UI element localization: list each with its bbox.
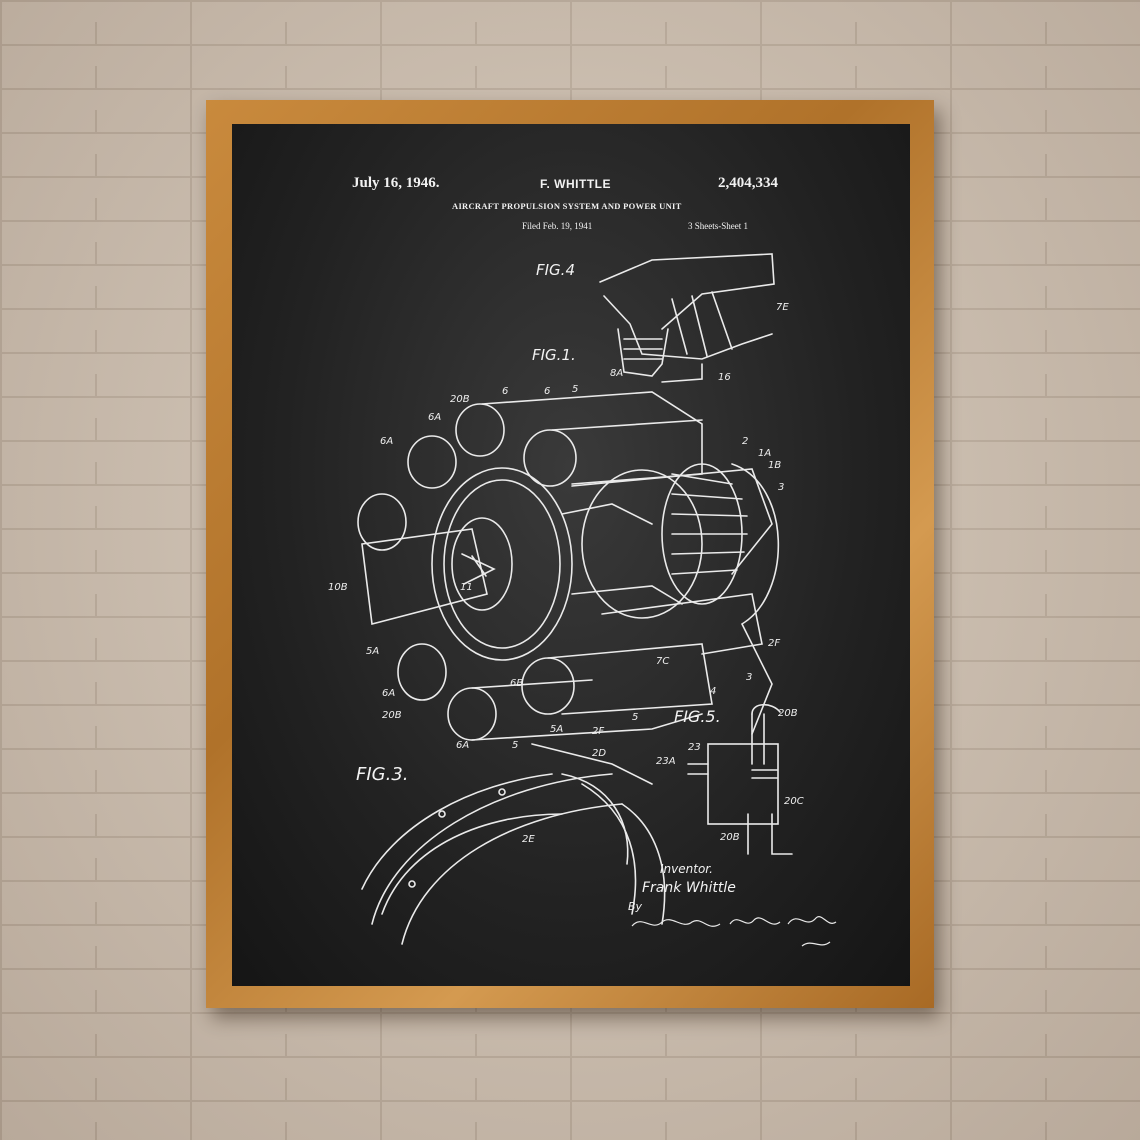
svg-text:2F: 2F [768,638,780,649]
by-label: By [628,900,643,913]
fig5-label: FIG.5. [674,707,721,726]
svg-text:5: 5 [632,712,638,723]
svg-text:5: 5 [572,384,578,395]
svg-text:7C: 7C [656,656,669,667]
fig1-label: FIG.1. [532,346,576,364]
inventor-signature: Frank Whittle [642,880,736,896]
svg-text:1A: 1A [758,448,771,459]
svg-text:5A: 5A [366,646,379,657]
engine-intake-cylinder [361,467,573,661]
fig3-label: FIG.3. [356,764,409,785]
svg-text:6A: 6A [428,412,441,423]
svg-text:23: 23 [688,742,701,753]
svg-text:16: 16 [718,372,731,383]
picture-frame: July 16, 1946. F. WHITTLE 2,404,334 AIRC… [206,100,934,1008]
fig4-label: FIG.4 [536,261,575,279]
svg-text:4: 4 [710,686,716,697]
fig5-valve-drawing [687,703,793,855]
svg-text:7E: 7E [776,302,789,313]
attorney-signature [631,916,837,947]
svg-text:2F: 2F [592,726,604,737]
svg-text:6A: 6A [382,688,395,699]
fig3-curved-duct [361,743,666,945]
svg-text:3: 3 [778,482,784,493]
drawing-part-labels: 7E 8A 16 20B 6 6 5 6A 6A 2 1A 1B 3 10B 1… [328,302,804,845]
svg-text:20B: 20B [450,394,470,405]
svg-text:20B: 20B [778,708,798,719]
svg-text:6A: 6A [456,740,469,751]
svg-text:3: 3 [746,672,752,683]
svg-text:6: 6 [502,386,508,397]
svg-text:20C: 20C [784,796,804,807]
svg-text:6: 6 [544,386,550,397]
engine-patent-drawing: 7E 8A 16 20B 6 6 5 6A 6A 2 1A 1B 3 10B 1… [328,253,837,947]
svg-text:5: 5 [512,740,518,751]
svg-text:10B: 10B [328,582,348,593]
patent-filed-date: Filed Feb. 19, 1941 [522,221,593,231]
svg-text:6B: 6B [510,678,523,689]
patent-inventor-header: F. WHITTLE [540,177,611,191]
svg-text:20B: 20B [382,710,402,721]
svg-text:11: 11 [460,582,473,593]
fig4-duct-drawing [599,253,775,383]
patent-date: July 16, 1946. [352,175,440,191]
engine-compressor [561,463,780,735]
svg-text:5A: 5A [550,724,563,735]
svg-text:23A: 23A [656,756,676,767]
svg-text:1B: 1B [768,460,781,471]
svg-text:2E: 2E [522,834,535,845]
patent-title: AIRCRAFT PROPULSION SYSTEM AND POWER UNI… [452,201,682,211]
svg-text:8A: 8A [610,368,623,379]
patent-number: 2,404,334 [718,175,778,191]
patent-poster: July 16, 1946. F. WHITTLE 2,404,334 AIRC… [232,124,910,986]
svg-text:6A: 6A [380,436,393,447]
svg-text:2: 2 [742,436,748,447]
svg-text:2D: 2D [592,748,606,759]
svg-text:20B: 20B [720,832,740,843]
patent-sheets: 3 Sheets-Sheet 1 [688,221,748,231]
inventor-label: Inventor. [660,862,713,876]
